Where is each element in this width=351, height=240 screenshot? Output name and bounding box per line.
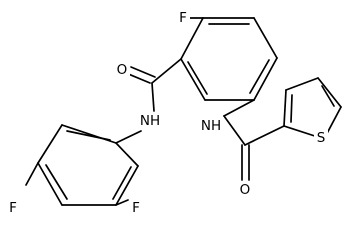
bond <box>115 199 129 206</box>
oxygen-label: O <box>240 182 251 198</box>
bond <box>151 82 155 112</box>
oxygen-label: O <box>117 62 128 78</box>
bond <box>180 17 204 60</box>
bond <box>37 162 63 206</box>
amide-nh-label: NH <box>201 118 221 134</box>
bond <box>290 94 293 123</box>
bond <box>45 164 68 200</box>
sulfur-label: S <box>317 130 326 146</box>
bond <box>223 99 255 117</box>
fluorine-label: F <box>179 10 187 26</box>
bond <box>249 59 270 94</box>
bond <box>285 77 319 91</box>
bond <box>37 124 63 164</box>
bond <box>112 166 132 200</box>
bond <box>115 142 139 167</box>
bond <box>283 89 287 127</box>
fluorine-label: F <box>9 200 17 216</box>
bond <box>244 125 285 146</box>
bond <box>66 130 111 141</box>
bonds <box>25 17 342 206</box>
bond <box>223 115 246 146</box>
bond <box>187 61 208 95</box>
bond <box>180 58 206 101</box>
amide-nh-label: NH <box>140 113 160 129</box>
bond <box>130 66 156 78</box>
bond <box>115 165 139 206</box>
bond <box>151 58 182 84</box>
bond <box>115 130 142 144</box>
bond <box>317 77 342 108</box>
bond <box>25 162 39 186</box>
chemical-structure: F O NH NH S O F F <box>6 10 342 216</box>
bond <box>253 57 278 101</box>
bond <box>321 85 335 107</box>
fluorine-label: F <box>132 200 140 216</box>
atom-labels: F O NH NH S O F F <box>6 10 328 216</box>
bond <box>253 17 278 59</box>
